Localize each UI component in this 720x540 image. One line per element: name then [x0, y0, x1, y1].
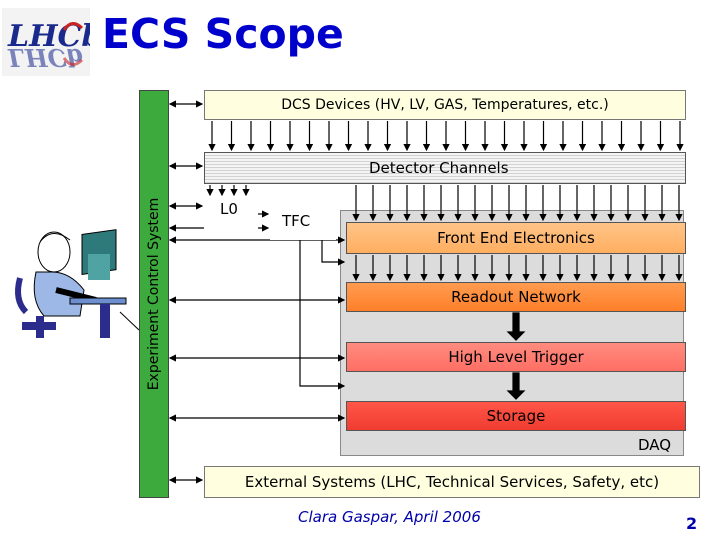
footer-author: Clara Gaspar, April 2006	[298, 508, 481, 526]
lhcb-logo: LHCb LHCb	[2, 8, 102, 76]
storage-box: Storage	[346, 401, 686, 431]
page-number: 2	[686, 514, 698, 533]
l0-trigger-box: L0	[204, 196, 258, 232]
svg-text:LHCb: LHCb	[7, 19, 90, 54]
frontend-to-readout-arrows	[352, 255, 683, 282]
front-end-electronics-box: Front End Electronics	[346, 222, 686, 254]
tfc-box: TFC	[270, 206, 336, 240]
operator-at-computer-icon	[15, 229, 140, 338]
svg-text:LHCb: LHCb	[7, 43, 83, 72]
readout-network-box: Readout Network	[346, 282, 686, 312]
dcs-devices-box: DCS Devices (HV, LV, GAS, Temperatures, …	[204, 90, 686, 120]
experiment-control-system-bar: Experiment Control System	[139, 90, 169, 498]
daq-label: DAQ	[638, 436, 672, 454]
detector-channels-label: Detector Channels	[369, 159, 509, 177]
high-level-trigger-box: High Level Trigger	[346, 342, 686, 372]
tfc-and-flow-arrows	[258, 210, 526, 400]
dcs-to-detector-arrows	[208, 121, 684, 152]
ecs-control-arrows	[168, 100, 346, 484]
detector-to-frontend-arrows	[352, 185, 683, 222]
ecs-label: Experiment Control System	[146, 197, 162, 391]
detector-channels-box: Detector Channels	[204, 152, 686, 184]
external-systems-box: External Systems (LHC, Technical Service…	[204, 466, 700, 498]
l0-arrows	[206, 185, 250, 197]
slide-header: LHCb LHCb ECS Scope	[0, 0, 720, 76]
slide-title: ECS Scope	[102, 10, 344, 58]
